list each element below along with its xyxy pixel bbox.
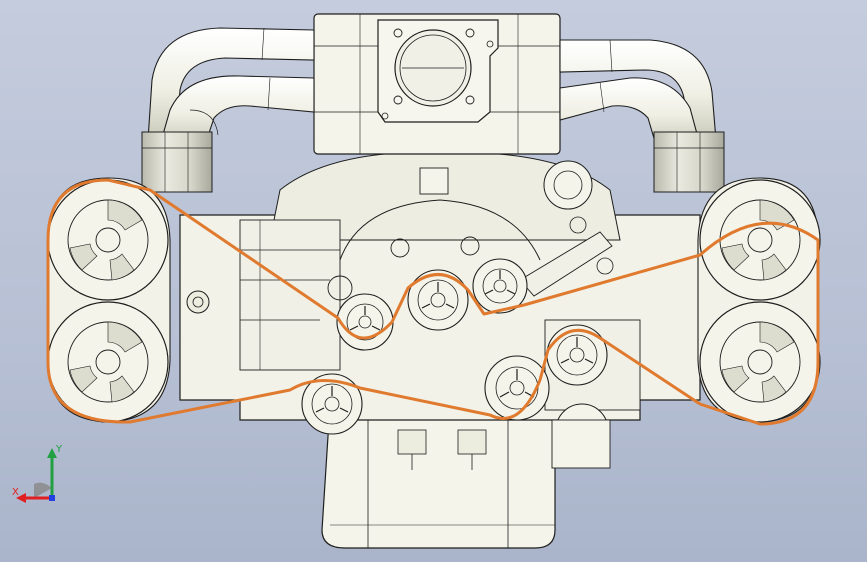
x-axis-arrowhead xyxy=(16,493,26,503)
y-axis-arrowhead xyxy=(47,448,57,458)
cam-pulley-right-lower[interactable] xyxy=(699,301,821,423)
intake-runners-right[interactable] xyxy=(559,39,717,146)
water-pump-pulley[interactable] xyxy=(546,324,608,386)
cam-pulley-right-upper[interactable] xyxy=(699,179,821,301)
coordinate-triad: Y X xyxy=(12,444,63,503)
oil-pan[interactable] xyxy=(321,404,556,549)
z-axis-marker xyxy=(49,495,55,501)
timing-belt[interactable] xyxy=(46,178,820,426)
idler-pulley-lower-center[interactable] xyxy=(484,355,550,421)
cam-pulley-left-lower[interactable] xyxy=(47,301,169,423)
y-axis-label: Y xyxy=(55,444,63,455)
intake-collar-right[interactable] xyxy=(653,131,725,193)
idler-pulley-left[interactable] xyxy=(336,293,394,351)
throttle-flange[interactable] xyxy=(377,19,499,123)
x-axis-label: X xyxy=(12,487,19,498)
idler-pulley-lower-left[interactable] xyxy=(301,373,363,435)
intake-runners-left[interactable] xyxy=(147,27,315,146)
triad-plane-shade xyxy=(34,482,52,498)
idler-pulley-center-top[interactable] xyxy=(407,269,469,331)
intake-collar-left[interactable] xyxy=(141,131,213,193)
cam-pulley-left-upper[interactable] xyxy=(47,179,169,301)
tensioner-pulley-upper-right[interactable] xyxy=(472,258,528,314)
